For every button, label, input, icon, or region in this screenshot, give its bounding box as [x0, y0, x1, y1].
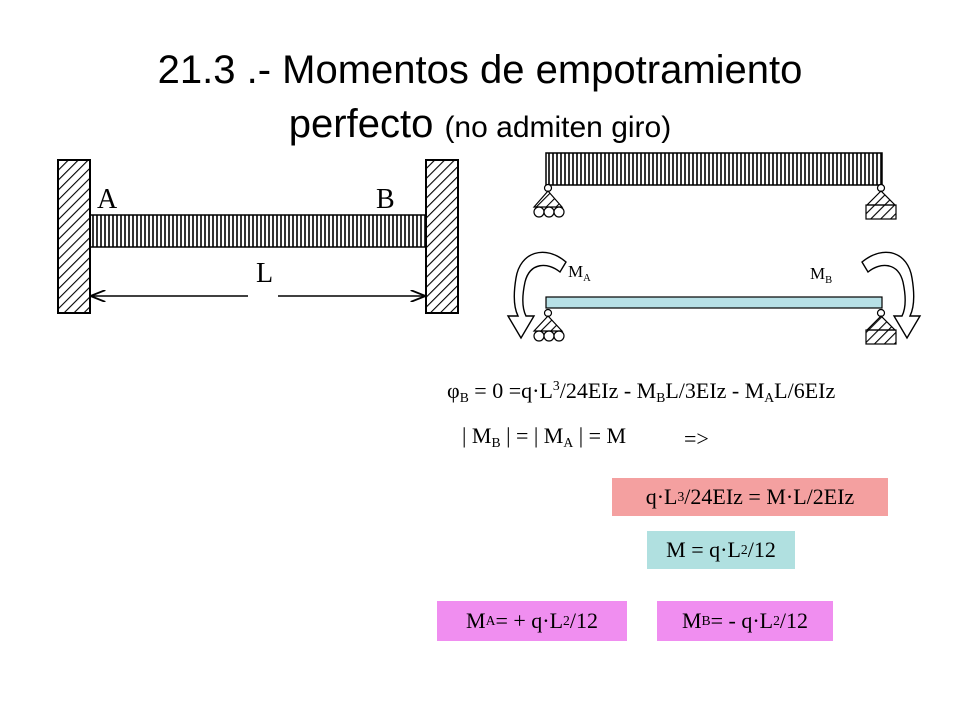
box-ma-part3: /12 — [569, 608, 598, 633]
box-cyan-part1: M = q·L — [666, 537, 741, 562]
loaded-beam — [545, 152, 883, 186]
box-mb-sub: B — [701, 613, 711, 628]
mb-main: M — [810, 264, 826, 283]
eq2-sub-b: B — [491, 435, 501, 450]
eq2-part1: | M — [462, 423, 492, 448]
box-ma-sup: 2 — [563, 613, 570, 628]
box-mb-part3: /12 — [779, 608, 809, 633]
left-wall — [57, 159, 91, 314]
ma-sub: A — [583, 273, 591, 284]
simply-supported-loaded-diagram — [532, 152, 897, 220]
box-red-sup: 3 — [677, 489, 685, 504]
box-mb-sup: 2 — [773, 613, 780, 628]
eq1-sub-a: A — [764, 390, 775, 405]
fixed-beam-diagram — [57, 159, 459, 314]
support-base-right-bottom — [865, 329, 897, 345]
eq1-part3: L/3EIz - M — [665, 378, 765, 403]
eq1-part2: /24EIz - M — [559, 378, 657, 403]
phi-symbol: φ — [447, 378, 460, 403]
eq1-part1: = 0 =q·L — [468, 378, 553, 403]
support-triangle-left-bottom — [532, 315, 564, 332]
support-base-right-top — [865, 204, 897, 220]
box-mb-part1: M — [681, 608, 702, 633]
support-triangle-right-top — [865, 190, 897, 206]
box-cyan-part2: /12 — [747, 537, 776, 562]
box-red-part2: /24EIz = M·L/2EIz — [684, 484, 855, 509]
box-red-part1: q·L — [645, 484, 678, 509]
eq1-sub-b: B — [656, 390, 666, 405]
roller-4 — [533, 330, 545, 342]
eq2-sub-a: A — [563, 435, 574, 450]
box-cyan-sup: 2 — [740, 542, 748, 557]
label-length: L — [256, 258, 274, 289]
unloaded-beam — [545, 296, 883, 309]
equation-moment-equality: | MB | = | MA | = M — [462, 423, 626, 451]
eq2-part3: | = M — [573, 423, 627, 448]
distributed-load-beam — [89, 214, 427, 248]
moment-arrow-b — [861, 251, 922, 340]
roller-1 — [533, 206, 545, 218]
roller-5 — [543, 330, 555, 342]
label-ma: MA — [568, 262, 591, 284]
box-mb-part2: = - q·L — [710, 608, 774, 633]
title-parenthetical: (no admiten giro) — [444, 111, 672, 144]
slide-title-line1: 21.3 .- Momentos de empotramiento — [157, 48, 803, 92]
eq1-sup: 3 — [552, 378, 560, 393]
ma-main: M — [568, 262, 584, 281]
support-triangle-left-top — [532, 190, 564, 208]
equation-rotation-b: φB = 0 =q·L3/24EIz - MBL/3EIz - MAL/6EIz — [447, 378, 835, 406]
label-a: A — [97, 184, 118, 215]
phi-sub: B — [459, 390, 469, 405]
roller-3 — [553, 206, 565, 218]
moment-arrow-a — [506, 251, 567, 340]
title-word-perfecto: perfecto — [288, 102, 434, 146]
box-ma-part1: M — [466, 608, 486, 633]
label-mb: MB — [810, 264, 832, 286]
label-b: B — [376, 184, 395, 215]
end-moments-diagram — [506, 251, 922, 345]
roller-2 — [543, 206, 555, 218]
box-ma-part2: = + q·L — [495, 608, 564, 633]
roller-6 — [553, 330, 565, 342]
eq1-part4: L/6EIz — [774, 378, 836, 403]
implies-arrow: => — [684, 426, 709, 451]
eq2-part2: | = | M — [500, 423, 564, 448]
box-ma-sub: A — [485, 613, 496, 628]
right-wall — [425, 159, 459, 314]
slide-title-line2: perfecto (no admiten giro) — [0, 102, 960, 147]
support-triangle-right-bottom — [865, 315, 897, 331]
mb-sub: B — [825, 275, 833, 286]
